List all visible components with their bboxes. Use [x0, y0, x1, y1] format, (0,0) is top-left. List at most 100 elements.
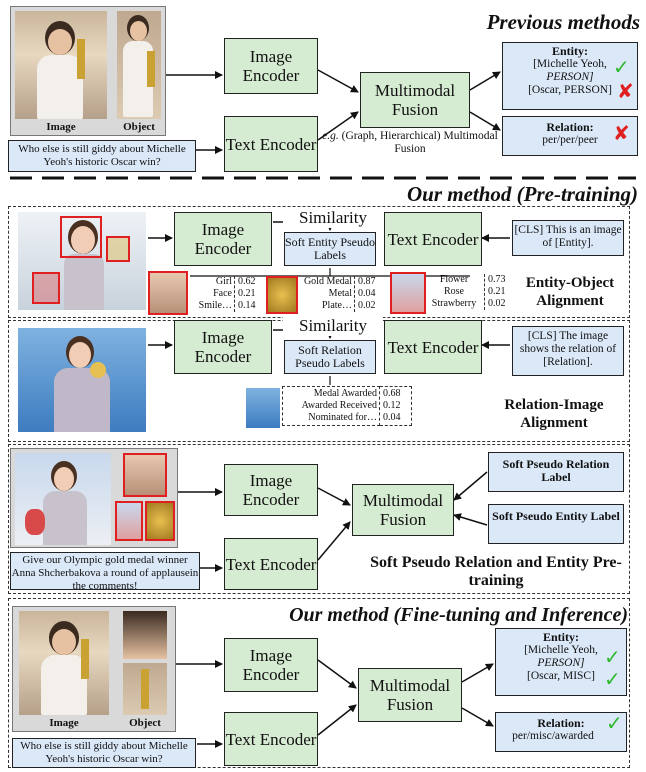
score-value: 0.02 — [488, 298, 506, 309]
previous-methods-title: Previous methods — [486, 10, 640, 34]
soft-relation-pseudo-labels: Soft Relation Pseudo Labels — [284, 340, 376, 374]
cross-mark-icon: ✘ — [617, 79, 634, 103]
face-thumbnail — [148, 271, 188, 315]
score-value: 0.12 — [383, 400, 401, 411]
score-value: 0.02 — [358, 300, 376, 311]
entity-line-1: [Michelle Yeoh, — [533, 58, 607, 70]
score-value: 0.14 — [238, 300, 256, 311]
pretrain-text-encoder-3: Text Encoder — [224, 538, 318, 590]
fusion-note: e.g. (Graph, Hierarchical) Multimodal Fu… — [320, 130, 500, 156]
woman-oscar-photo — [15, 11, 107, 119]
object-crop-photo — [117, 11, 161, 119]
score-label: Smile… — [198, 300, 232, 311]
score-label: Awarded Received — [301, 400, 377, 411]
previous-image-encoder: Image Encoder — [224, 38, 318, 94]
previous-entity-box: Entity: [Michelle Yeoh, PERSON] [Oscar, … — [502, 42, 638, 110]
previous-text-input: Who else is still giddy about Michelle Y… — [8, 140, 196, 172]
soft-pseudo-pretraining-title: Soft Pseudo Relation and Entity Pre-trai… — [370, 554, 622, 589]
soft-pseudo-section — [8, 444, 630, 594]
entity-score-values-3: 0.73 0.21 0.02 — [484, 274, 512, 310]
score-label: Plate… — [322, 300, 352, 311]
entity-title: Entity: — [552, 44, 588, 58]
finetune-entity-title: Entity: — [543, 630, 579, 644]
image-caption: Image — [46, 121, 76, 133]
score-value: 0.87 — [358, 276, 376, 287]
pretrain-image-object-panel — [10, 448, 178, 548]
medal-object-crop — [145, 501, 175, 541]
entity-line-3: [Oscar, PERSON] — [528, 84, 612, 96]
score-label: Flower — [439, 274, 469, 285]
fusion-note-prefix: e.g. — [322, 130, 339, 142]
score-label: Medal Awarded — [313, 388, 377, 399]
pretrain-text-encoder-1: Text Encoder — [384, 212, 482, 266]
score-label: Face — [213, 288, 232, 299]
entity-object-alignment-label: Entity-Object Alignment — [525, 275, 615, 309]
finetune-text-encoder: Text Encoder — [224, 712, 318, 766]
check-mark-icon: ✓ — [613, 55, 630, 79]
score-label: Metal — [328, 288, 352, 299]
fusion-note-text: (Graph, Hierarchical) Multimodal Fusion — [341, 130, 498, 155]
check-mark-icon: ✓ — [604, 645, 621, 669]
flower-thumbnail — [390, 272, 426, 314]
previous-multimodal-fusion: Multimodal Fusion — [360, 72, 470, 128]
relation-score-values: 0.68 0.12 0.04 — [380, 386, 412, 426]
similarity-label-2: Similarity — [283, 316, 383, 336]
score-label: Strawberry — [431, 298, 477, 309]
pretrain-text-input: Give our Olympic gold medal winner Anna … — [10, 552, 200, 592]
flower-bbox — [32, 272, 60, 304]
score-label: Nominated for… — [308, 412, 377, 423]
entity-score-labels-2: Gold Medal Metal Plate… — [298, 276, 352, 312]
finetune-image-caption: Image — [49, 717, 79, 729]
entity-score-values-1: 0.62 0.21 0.14 — [234, 276, 262, 312]
pretrain-image-encoder-1: Image Encoder — [174, 212, 272, 266]
relation-score-labels: Medal Awarded Awarded Received Nominated… — [282, 386, 380, 426]
relation-prompt-box: [CLS] The image shows the relation of [R… — [512, 326, 624, 376]
score-value: 0.04 — [383, 412, 401, 423]
face-object-crop — [123, 453, 167, 497]
soft-pseudo-entity-label: Soft Pseudo Entity Label — [488, 504, 624, 544]
finetune-title: Our method (Fine-tuning and Inference) — [289, 604, 628, 626]
finetune-section — [8, 598, 630, 768]
finetune-entity-line-1: [Michelle Yeoh, — [524, 644, 598, 656]
pretrain-multimodal-fusion: Multimodal Fusion — [352, 484, 454, 536]
check-mark-icon: ✓ — [604, 667, 621, 691]
score-value: 0.04 — [358, 288, 376, 299]
skater-photo — [15, 453, 111, 545]
cross-mark-icon: ✘ — [613, 121, 630, 145]
relation-thumbnail — [246, 388, 280, 428]
entity-score-values-2: 0.87 0.04 0.02 — [354, 276, 384, 312]
finetune-woman-photo — [19, 611, 109, 715]
finetune-text-input: Who else is still giddy about Michelle Y… — [12, 738, 196, 768]
soft-entity-pseudo-labels: Soft Entity Pseudo Labels — [284, 232, 376, 266]
finetune-oscar-crop — [123, 663, 167, 715]
object-caption: Object — [123, 121, 155, 133]
finetune-entity-line-2: PERSON] — [537, 657, 585, 669]
finetune-image-encoder: Image Encoder — [224, 638, 318, 692]
image-object-panel: Image Object — [10, 6, 166, 136]
score-value: 0.21 — [238, 288, 256, 299]
check-mark-icon: ✓ — [606, 711, 623, 735]
soft-pseudo-relation-label: Soft Pseudo Relation Label — [488, 452, 624, 492]
finetune-entity-box: Entity: [Michelle Yeoh, PERSON] [Oscar, … — [495, 628, 627, 696]
finetune-face-crop — [123, 611, 167, 659]
medal-thumbnail — [266, 276, 298, 314]
finetune-object-caption: Object — [129, 717, 161, 729]
finetune-entity-line-3: [Oscar, MISC] — [527, 670, 595, 682]
score-value: 0.62 — [238, 276, 256, 287]
face-bbox — [60, 216, 102, 258]
medal-bbox — [106, 236, 130, 262]
score-label: Rose — [444, 286, 464, 297]
entity-prompt-box: [CLS] This is an image of [Entity]. — [512, 220, 624, 256]
finetune-relation-title: Relation: — [537, 716, 585, 730]
relation-title: Relation: — [546, 120, 594, 134]
pretrain-image-encoder-2: Image Encoder — [174, 320, 272, 374]
score-value: 0.73 — [488, 274, 506, 285]
pretraining-title: Our method (Pre-training) — [406, 182, 638, 206]
score-label: Girl — [215, 276, 232, 287]
relation-value: per/per/peer — [542, 134, 598, 146]
score-value: 0.68 — [383, 388, 401, 399]
finetune-multimodal-fusion: Multimodal Fusion — [358, 668, 462, 722]
relation-image-alignment-label: Relation-Image Alignment — [504, 397, 604, 431]
finetune-image-object-panel: Image Object — [12, 606, 176, 732]
entity-line-2: PERSON] — [546, 71, 594, 83]
